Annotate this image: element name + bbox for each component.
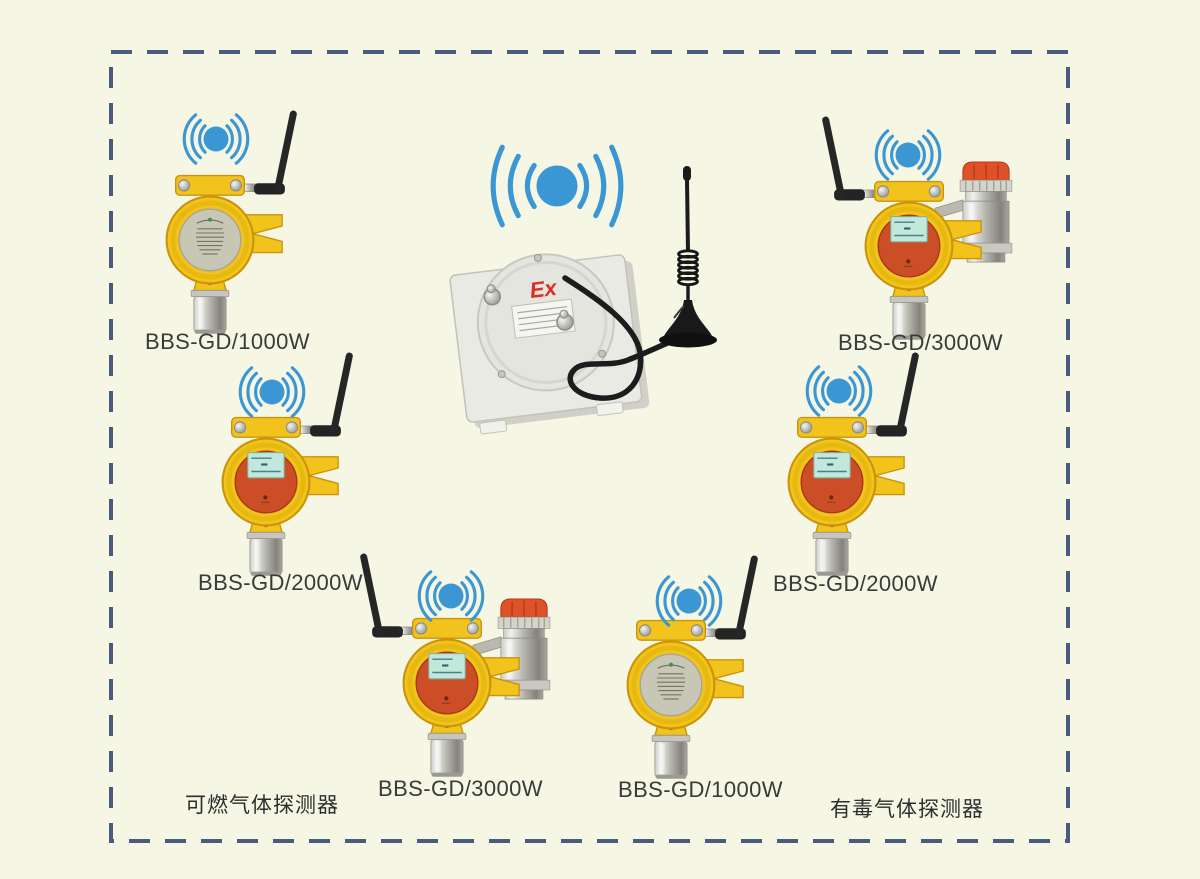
wifi-signal-icon xyxy=(417,570,485,622)
wifi-signal-icon-hub xyxy=(493,147,621,225)
wifi-signal-icon xyxy=(238,366,306,418)
detector-label-top-left: BBS-GD/1000W xyxy=(145,329,310,354)
antenna-cable xyxy=(562,275,683,401)
hub-box: Ex xyxy=(449,253,650,435)
wifi-signal-icon xyxy=(874,129,942,181)
transmitter-hub: Ex xyxy=(449,166,717,435)
wifi-signal-icon xyxy=(182,113,250,165)
hub-ex-marking: Ex xyxy=(528,275,559,303)
wifi-signal-icon xyxy=(805,365,873,417)
hub-antenna xyxy=(659,166,717,348)
caption-combustible-gas-detectors: 可燃气体探测器 xyxy=(185,794,339,817)
dashed-boundary xyxy=(109,50,1070,843)
detector-label-middle-right: BBS-GD/2000W xyxy=(773,571,938,596)
detector-label-bottom-left: BBS-GD/3000W xyxy=(378,776,543,801)
detector-label-top-right: BBS-GD/3000W xyxy=(838,330,1003,355)
detector-label-middle-left: BBS-GD/2000W xyxy=(198,570,363,595)
wifi-signal-icon xyxy=(655,575,723,627)
caption-toxic-gas-detectors: 有毒气体探测器 xyxy=(830,798,984,821)
detector-label-bottom-right: BBS-GD/1000W xyxy=(618,777,783,802)
